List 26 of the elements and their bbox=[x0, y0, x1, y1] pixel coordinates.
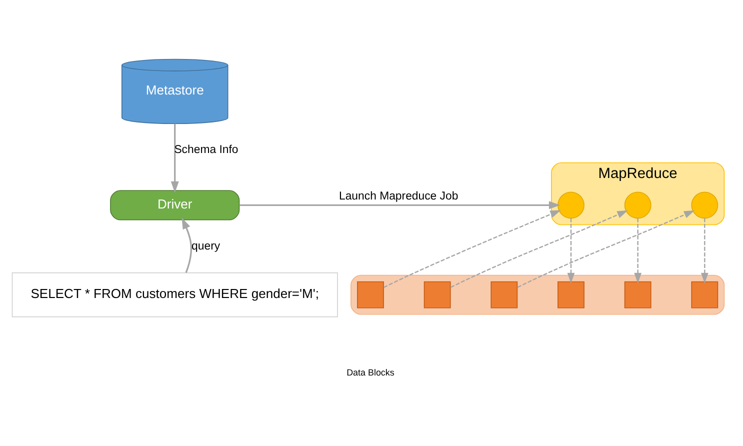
node-box bbox=[424, 280, 451, 308]
node-circle bbox=[624, 191, 652, 218]
arrow bbox=[517, 210, 695, 288]
node-box: Driver bbox=[110, 190, 240, 220]
arrow bbox=[450, 210, 628, 288]
label: Data Blocks bbox=[346, 366, 394, 377]
arrow bbox=[700, 218, 708, 283]
arrow bbox=[567, 218, 575, 283]
cluster bbox=[350, 274, 725, 314]
arrow bbox=[384, 210, 561, 288]
arrow bbox=[182, 217, 192, 272]
cluster: MapReduce bbox=[551, 162, 725, 225]
node-box: SELECT * FROM customers WHERE gender='M'; bbox=[12, 272, 338, 317]
node-box bbox=[691, 280, 718, 308]
node-box bbox=[490, 280, 518, 308]
node-box bbox=[357, 280, 384, 308]
edge-label: Launch Mapreduce Job bbox=[338, 190, 458, 202]
node-box bbox=[624, 280, 652, 308]
arrow bbox=[634, 218, 642, 283]
edge-label: query bbox=[192, 240, 220, 252]
node-circle bbox=[691, 191, 718, 218]
node-circle bbox=[558, 191, 584, 218]
node-box bbox=[558, 280, 584, 308]
arrow bbox=[170, 123, 179, 192]
arrow bbox=[239, 200, 560, 209]
edge-label: Schema Info bbox=[174, 144, 238, 156]
